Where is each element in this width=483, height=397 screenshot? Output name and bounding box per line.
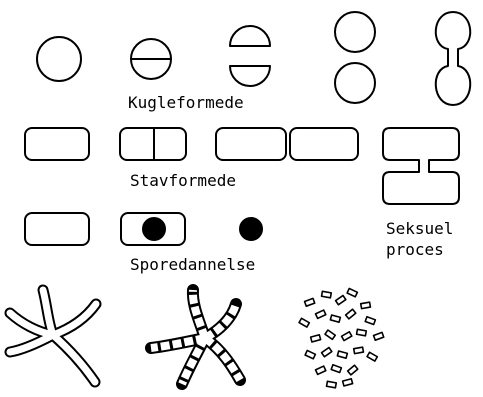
- spore: [143, 218, 165, 240]
- free-spore: [240, 218, 262, 240]
- rod-cell: [25, 128, 89, 160]
- label-rods: Stavformede: [130, 171, 236, 190]
- label-spores: Sporedannelse: [130, 255, 255, 274]
- label-cocci: Kugleformede: [128, 93, 244, 112]
- fragmented-cells: [299, 288, 384, 387]
- coccus-dividing-cell: [131, 39, 171, 79]
- coccus-split-halves: [230, 26, 270, 86]
- rod-conjugating-pair: [383, 128, 459, 204]
- rod-dividing-cell: [120, 128, 186, 160]
- diplococcus-separate: [335, 12, 375, 103]
- coccus-cell: [37, 37, 81, 81]
- rod-cell-with-spore: [121, 213, 185, 245]
- filamentous-cell-interior: [10, 290, 96, 382]
- diplococcus-connected: [436, 12, 470, 105]
- label-sexual-line2: proces: [386, 240, 444, 259]
- rod-daughter-cells: [216, 128, 358, 160]
- rod-cell-before-sporulation: [25, 213, 89, 245]
- label-sexual-line1: Seksuel: [386, 219, 453, 238]
